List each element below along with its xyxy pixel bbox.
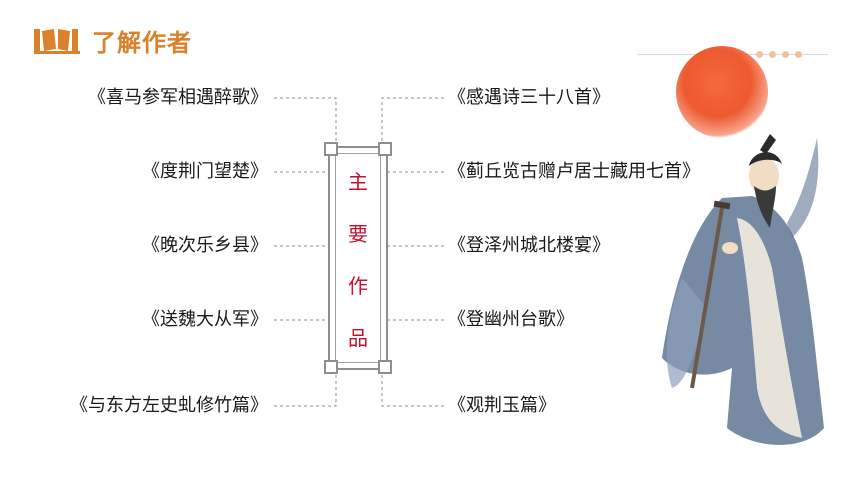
main-works-box: 主 要 作 品 [324,142,392,374]
frame-corner [324,360,338,374]
work-item: 《晚次乐乡县》 [142,235,268,256]
center-char: 主 [348,170,368,194]
center-char: 品 [348,326,368,350]
decorative-dots [756,51,802,58]
red-sun-decoration [676,46,768,138]
work-item: 《度荆门望楚》 [142,161,268,182]
center-char: 作 [348,274,368,298]
dot-icon [782,51,789,58]
center-char: 要 [348,222,368,246]
frame-corner [324,142,338,156]
work-item: 《登泽州城北楼宴》 [448,235,610,256]
main-works-inner-frame [335,153,381,363]
dot-icon [769,51,776,58]
dot-icon [795,51,802,58]
work-item: 《送魏大从军》 [142,309,268,330]
work-item: 《与东方左史虬修竹篇》 [70,395,268,416]
work-item: 《感遇诗三十八首》 [448,87,610,108]
work-item: 《观荆玉篇》 [448,395,556,416]
open-book-icon [34,29,80,54]
frame-corner [378,360,392,374]
work-item: 《登幽州台歌》 [448,309,574,330]
poet-illustration [662,134,824,445]
frame-corner [378,142,392,156]
work-item: 《喜马参军相遇醉歌》 [88,87,268,108]
page-title: 了解作者 [92,28,192,57]
work-item: 《蓟丘览古赠卢居士藏用七首》 [448,161,700,182]
section-header: 了解作者 [32,24,192,57]
dot-icon [756,51,763,58]
